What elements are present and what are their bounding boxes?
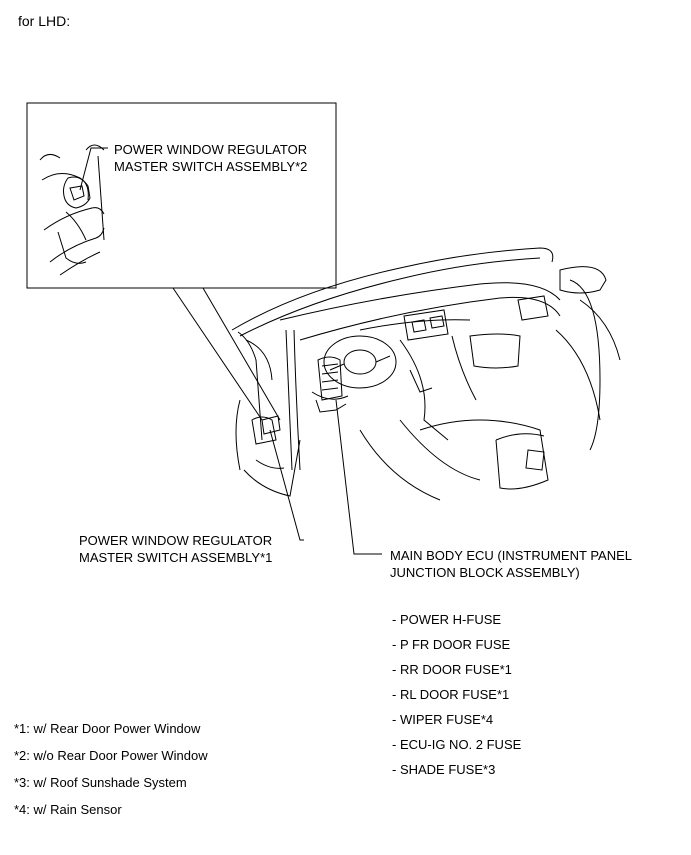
page-heading: for LHD: — [18, 13, 71, 29]
fuse-item: - SHADE FUSE*3 — [392, 762, 496, 777]
fuse-item: - RR DOOR FUSE*1 — [392, 662, 512, 677]
ecu-leader — [335, 399, 382, 555]
door-switch-label-line1: POWER WINDOW REGULATOR — [79, 533, 273, 548]
inset-switch-leader — [79, 147, 108, 191]
footnote: *2: w/o Rear Door Power Window — [14, 748, 208, 763]
inset-frame — [26, 102, 337, 289]
inset-switch-label-line2: MASTER SWITCH ASSEMBLY*2 — [114, 159, 308, 174]
fuse-item: - WIPER FUSE*4 — [392, 712, 494, 727]
fuse-item: - ECU-IG NO. 2 FUSE — [392, 737, 522, 752]
ecu-label-line2: JUNCTION BLOCK ASSEMBLY) — [390, 565, 580, 580]
door-switch-label-line2: MASTER SWITCH ASSEMBLY*1 — [79, 550, 273, 565]
door-switch-leader — [269, 429, 304, 541]
fuse-item: - POWER H-FUSE — [392, 612, 502, 627]
inset-switch-label-line1: POWER WINDOW REGULATOR — [114, 142, 308, 157]
ecu-label-line1: MAIN BODY ECU (INSTRUMENT PANEL — [390, 548, 632, 563]
inset-door-panel-drawing — [39, 144, 105, 276]
fuse-item: - P FR DOOR FUSE — [392, 637, 511, 652]
zoom-line-left — [172, 287, 263, 421]
car-interior-drawing — [231, 247, 621, 501]
footnote: *3: w/ Roof Sunshade System — [14, 775, 187, 790]
zoom-line-right — [202, 287, 281, 421]
footnote: *1: w/ Rear Door Power Window — [14, 721, 201, 736]
footnote: *4: w/ Rain Sensor — [14, 802, 122, 817]
fuse-item: - RL DOOR FUSE*1 — [392, 687, 510, 702]
